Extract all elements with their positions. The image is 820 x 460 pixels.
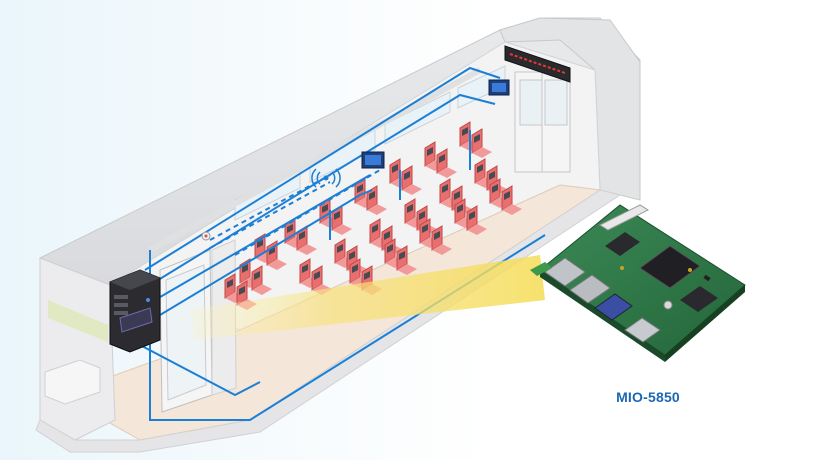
server-cabinet-icon: [109, 269, 161, 353]
seat: [284, 218, 305, 248]
seat: [466, 205, 487, 235]
seat: [396, 245, 417, 275]
mio-board-image: [530, 204, 746, 362]
seat: [471, 128, 492, 158]
seat: [431, 225, 452, 255]
led-sign-icon: [504, 45, 571, 83]
train-shell: [35, 17, 641, 453]
seat: [436, 148, 457, 178]
seat: [404, 198, 425, 228]
wifi-icon: [311, 168, 341, 188]
seat: [401, 165, 422, 195]
rear-doors: [514, 71, 571, 173]
connection-lines: [139, 66, 546, 421]
ceiling-sensor-icon: [201, 231, 211, 241]
product-label: MIO-5850: [616, 389, 680, 405]
seat: [501, 185, 522, 215]
seat-rows: [224, 121, 522, 310]
seat: [251, 265, 272, 295]
display-screen-icon: [361, 79, 510, 169]
highlight-beam: [190, 255, 545, 340]
seat: [224, 273, 245, 303]
